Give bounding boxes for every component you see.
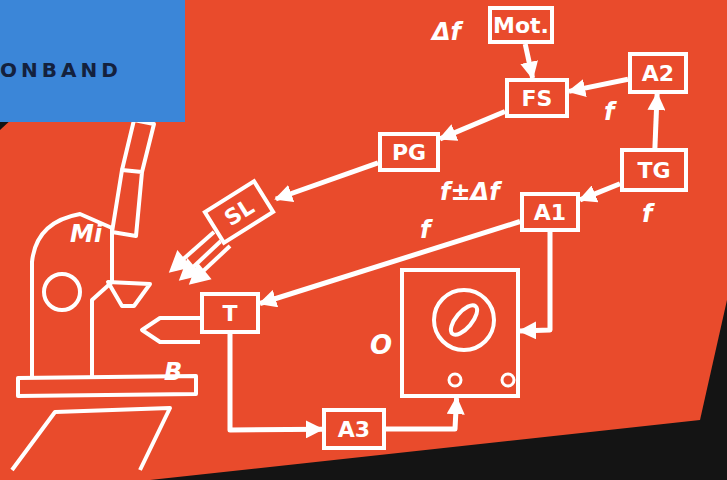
- specimen-holder: [142, 318, 200, 342]
- box-label: FS: [522, 86, 553, 111]
- oscilloscope-label: O: [370, 330, 392, 360]
- box-label: SL: [220, 193, 259, 230]
- signal-line: [230, 334, 322, 430]
- part-label: B: [164, 358, 182, 386]
- focus-knob: [44, 274, 80, 310]
- dial-knob: [446, 301, 481, 339]
- motor-box: Mot.: [488, 6, 554, 44]
- box-label: T: [222, 301, 237, 326]
- signal-label: f: [604, 98, 614, 126]
- oscilloscope: O: [400, 268, 520, 398]
- part-label: Mi: [70, 220, 102, 248]
- oscilloscope-face: [404, 272, 516, 394]
- box-label: ONBAND: [0, 58, 122, 82]
- ray-head: [192, 266, 208, 282]
- signal-label: f: [420, 216, 430, 244]
- signal-line: [525, 44, 532, 78]
- box-label: TG: [637, 158, 670, 183]
- box-label: PG: [392, 140, 426, 165]
- signal-label: Δf: [432, 18, 461, 46]
- process-box: PG: [378, 132, 440, 172]
- signal-line: [520, 232, 550, 331]
- box-label: A3: [338, 417, 370, 442]
- light-ray: [200, 246, 230, 274]
- process-box: FS: [505, 78, 569, 118]
- signal-label: f±Δf: [440, 178, 500, 206]
- signal-line: [276, 163, 378, 199]
- signal-line: [440, 112, 505, 139]
- signal-label: f: [642, 200, 652, 228]
- eyepiece: [122, 120, 154, 172]
- light-ray: [180, 232, 214, 262]
- signal-line: [569, 79, 628, 91]
- signal-line: [260, 222, 520, 304]
- amplifier-box: A1: [520, 192, 580, 232]
- screen-dial: [434, 290, 494, 350]
- signal-line: [386, 398, 457, 429]
- box-label: Mot.: [493, 13, 549, 38]
- microscope-tube: [112, 170, 142, 236]
- signal-line: [580, 184, 620, 200]
- blue-panel: [0, 0, 185, 122]
- box-label: A1: [534, 200, 566, 225]
- amplifier-box: A3: [322, 408, 386, 450]
- microscope-base: [12, 408, 170, 470]
- amplifier-box: A2: [628, 52, 688, 94]
- box-label: A2: [642, 61, 674, 86]
- objective: [108, 282, 150, 306]
- microscope-drawing: [12, 120, 200, 470]
- input-terminal: [449, 374, 461, 386]
- generator-box: TG: [620, 148, 688, 192]
- microscope-arm: [32, 214, 112, 376]
- light-ray: [190, 240, 222, 270]
- input-terminal: [502, 374, 514, 386]
- title-banner: ONBAND: [0, 0, 185, 122]
- signal-line: [655, 94, 657, 148]
- transducer-box: T: [200, 292, 260, 334]
